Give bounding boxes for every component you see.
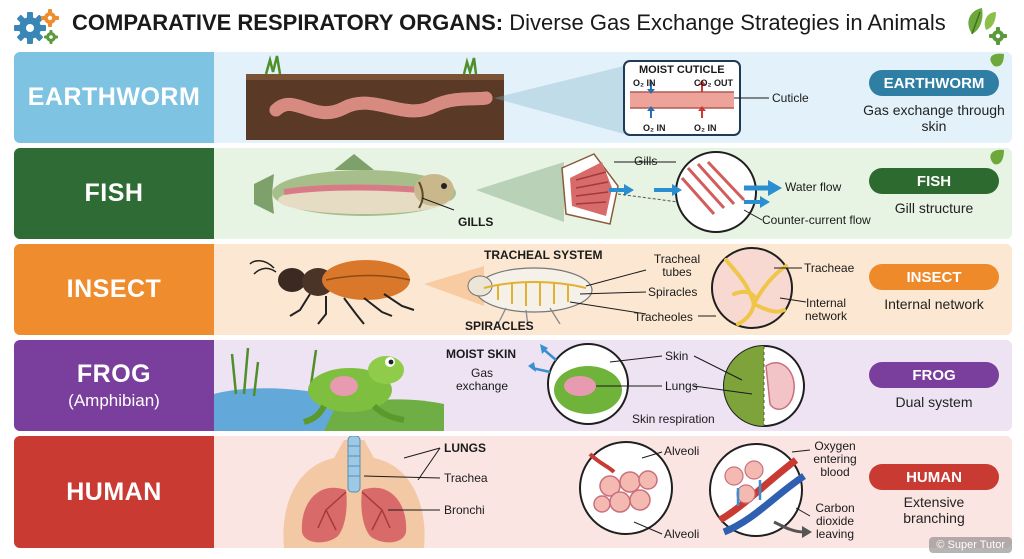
row-human: HUMAN xyxy=(14,436,1012,548)
header: COMPARATIVE RESPIRATORY ORGANS: Diverse … xyxy=(0,0,1024,50)
row-body-fish: GILLS Gills Water flow Counter-current f… xyxy=(214,148,1012,239)
bronchi-label: Bronchi xyxy=(444,503,485,517)
water-flow-label: Water flow xyxy=(785,180,842,194)
page-title: COMPARATIVE RESPIRATORY ORGANS: Diverse … xyxy=(72,10,946,36)
row-title: EARTHWORM xyxy=(27,83,201,111)
row-insect: INSECT xyxy=(14,244,1012,335)
spiracles-label: Spiracles xyxy=(648,285,698,299)
gas-exchange-label: Gas exchange xyxy=(455,366,509,393)
desc-human: Extensive branching xyxy=(903,494,965,526)
badge-earthworm: EARTHWORM xyxy=(869,70,999,96)
co2-leaving-label: Carbon dioxide leaving xyxy=(815,501,855,541)
spiracles-caps-label: SPIRACLES xyxy=(465,319,534,333)
row-label-insect: INSECT xyxy=(14,244,214,335)
tracheal-system-label: TRACHEAL SYSTEM xyxy=(484,248,603,262)
badge-frog: FROG xyxy=(869,362,999,388)
row-title: INSECT xyxy=(66,275,162,303)
row-body-frog: MOIST SKIN Gas exchange Skin Lungs Skin … xyxy=(214,340,1012,431)
row-label-earthworm: EARTHWORM xyxy=(14,52,214,143)
desc-fish: Gill structure xyxy=(894,200,974,216)
human-illustration xyxy=(283,436,812,548)
tracheal-tubes-label: Tracheal tubes xyxy=(653,252,701,279)
co2-out-label: CO₂ OUT xyxy=(694,78,733,88)
badge-human: HUMAN xyxy=(869,464,999,490)
row-earthworm: EARTHWORM MOIST CUTICLE O₂ IN CO₂ OUT O₂… xyxy=(14,52,1012,143)
gills-label: Gills xyxy=(634,154,658,168)
row-title: FISH xyxy=(84,179,144,207)
lungs-label: Lungs xyxy=(665,379,698,393)
row-title: FROG xyxy=(76,360,152,388)
alveoli-label: Alveoli xyxy=(664,527,700,541)
alveoli-label: Alveoli xyxy=(664,444,700,458)
row-subtitle: (Amphibian) xyxy=(68,391,160,410)
row-fish: FISH xyxy=(14,148,1012,239)
earthworm-illustration xyxy=(246,53,1004,140)
desc-frog: Dual system xyxy=(895,394,973,410)
row-body-human: LUNGS Trachea Bronchi Alveoli Alveoli Ox… xyxy=(214,436,1012,548)
moist-skin-label: MOIST SKIN xyxy=(446,347,517,361)
tracheoles-label: Tracheoles xyxy=(634,310,693,324)
skin-respiration-label: Skin respiration xyxy=(632,412,715,426)
gears-icon xyxy=(14,9,59,44)
insect-illustration xyxy=(249,247,807,329)
cuticle-label: Cuticle xyxy=(772,91,809,105)
watermark: © Super Tutor xyxy=(929,537,1012,553)
o2-in-label: O₂ IN xyxy=(633,78,656,88)
row-title: HUMAN xyxy=(66,477,162,506)
leaf-gear-icon xyxy=(968,8,1007,45)
fish-illustration xyxy=(254,149,1004,233)
row-body-insect: TRACHEAL SYSTEM Tracheal tubes Spiracles… xyxy=(214,244,1012,335)
frog-illustration xyxy=(214,343,805,431)
internal-network-label: Internal network xyxy=(804,296,848,323)
title-bold: COMPARATIVE RESPIRATORY ORGANS: xyxy=(72,10,504,35)
desc-earthworm: Gas exchange through skin xyxy=(863,102,1005,134)
badge-fish: FISH xyxy=(869,168,999,194)
o2-in-label: O₂ IN xyxy=(694,123,717,133)
row-label-fish: FISH xyxy=(14,148,214,239)
row-body-earthworm: MOIST CUTICLE O₂ IN CO₂ OUT O₂ IN O₂ IN … xyxy=(214,52,1012,143)
row-label-frog: FROG (Amphibian) xyxy=(14,340,214,431)
title-rest: Diverse Gas Exchange Strategies in Anima… xyxy=(503,10,946,35)
skin-label: Skin xyxy=(665,349,689,363)
trachea-label: Trachea xyxy=(444,471,488,485)
countercurrent-label: Counter-current flow xyxy=(762,213,871,227)
row-frog: FROG (Amphibian) xyxy=(14,340,1012,431)
tracheae-label: Tracheae xyxy=(804,261,855,275)
desc-insect: Internal network xyxy=(884,296,984,312)
moist-cuticle-label: MOIST CUTICLE xyxy=(639,64,725,76)
badge-insect: INSECT xyxy=(869,264,999,290)
oxygen-entering-label: Oxygen entering blood xyxy=(813,439,857,479)
lungs-caps-label: LUNGS xyxy=(444,441,486,455)
row-label-human: HUMAN xyxy=(14,436,214,548)
o2-in-label: O₂ IN xyxy=(643,123,666,133)
gills-label: GILLS xyxy=(458,215,494,229)
